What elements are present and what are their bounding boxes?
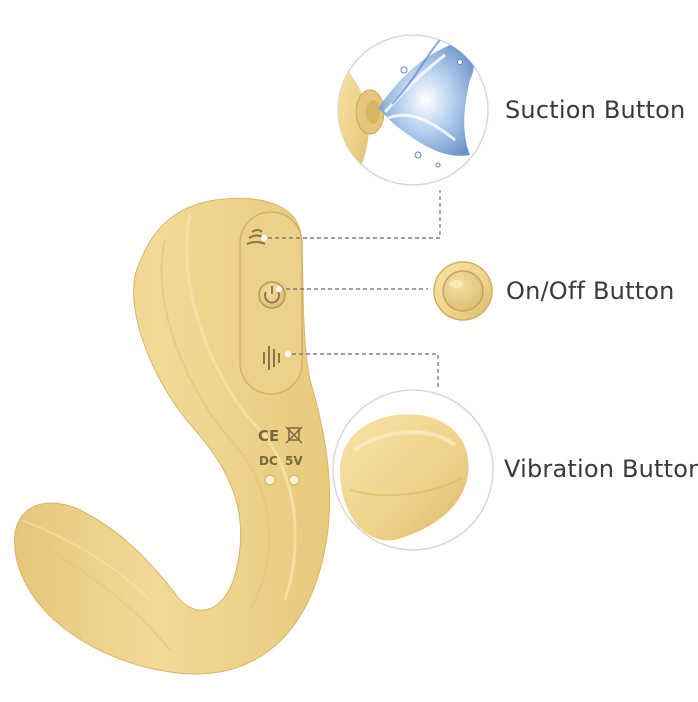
leader-lines <box>268 190 441 390</box>
dc-mark: DC <box>259 454 278 468</box>
onoff-button-label: On/Off Button <box>506 277 675 305</box>
vibration-leader-line <box>292 353 439 390</box>
ce-mark: CE <box>258 427 279 445</box>
onoff-zoom-button <box>433 261 493 321</box>
suction-leader-line <box>268 190 441 239</box>
suction-button-label: Suction Button <box>505 96 686 124</box>
vibration-icon <box>263 346 291 370</box>
suction-icon <box>246 229 267 245</box>
water-jet <box>378 39 474 168</box>
recycle-bin-icon <box>285 426 303 444</box>
suction-zoom-circle <box>337 34 489 186</box>
charge-pin-1 <box>264 474 276 486</box>
vibration-zoom-circle <box>332 389 494 551</box>
voltage-mark: 5V <box>285 454 303 468</box>
power-icon <box>258 281 286 309</box>
charge-pin-2 <box>288 474 300 486</box>
vibration-button-label: Vibration Button <box>504 455 698 483</box>
